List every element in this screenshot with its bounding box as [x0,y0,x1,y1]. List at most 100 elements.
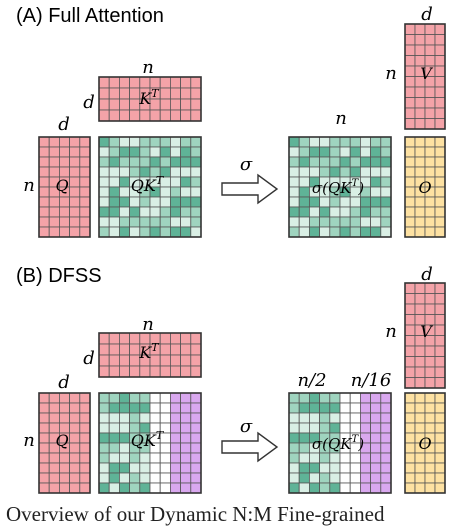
matrix-cell [190,472,202,484]
matrix-cell [108,156,120,168]
matrix-cell [359,422,371,434]
sigma-qk-label: σ(QKT) [312,434,364,453]
matrix-cell [414,412,426,424]
matrix-cell [139,472,151,484]
matrix-cell [380,442,392,454]
matrix-cell [359,206,371,218]
matrix-cell [149,354,161,367]
matrix-cell [288,186,300,198]
matrix-cell [108,412,120,424]
matrix-cell [329,392,341,404]
matrix-cell [434,196,446,208]
matrix-cell [424,462,436,474]
matrix-cell [319,196,331,208]
matrix-cell [349,136,361,148]
matrix-cell [38,206,50,218]
matrix-cell [119,146,131,158]
matrix-cell [434,176,446,188]
matrix-cell [404,166,416,178]
matrix-cell [119,109,131,122]
matrix-cell [288,176,300,188]
matrix-cell [434,392,446,404]
matrix-cell [308,166,320,178]
matrix-cell [414,472,426,484]
matrix-cell [108,87,120,100]
matrix-cell [319,216,331,228]
matrix-cell [434,34,446,46]
matrix-cell [190,109,202,122]
matrix-cell [380,146,392,158]
matrix-cell [414,293,426,305]
matrix-cell [308,146,320,158]
matrix-cell [190,186,202,198]
matrix-cell [434,303,446,315]
matrix-cell [159,452,171,464]
matrix-cell [404,196,416,208]
matrix-cell [129,402,141,414]
dim-d-label: d [421,264,433,285]
matrix-cell [380,186,392,198]
matrix-cell [169,482,181,494]
matrix-cell [69,226,81,238]
matrix-cell [169,442,181,454]
matrix-cell [59,472,71,484]
matrix-cell [370,482,382,494]
matrix-cell [329,226,341,238]
matrix-cell [434,156,446,168]
matrix-cell [108,343,120,356]
matrix-cell [180,422,192,434]
matrix-cell [190,343,202,356]
matrix-cell [380,482,392,494]
matrix-cell [119,166,131,178]
matrix-cell [404,23,416,35]
matrix-cell [370,136,382,148]
matrix-cell [180,332,192,345]
matrix-cell [119,354,131,367]
matrix-cell [108,472,120,484]
matrix-cell [349,422,361,434]
matrix-cell [190,98,202,111]
matrix-cell [319,226,331,238]
matrix-cell [190,412,202,424]
matrix-cell [424,97,436,109]
matrix-cell [169,365,181,378]
matrix-cell [404,462,416,474]
matrix-cell [59,136,71,148]
matrix-cell [329,136,341,148]
matrix-cell [139,462,151,474]
matrix-cell [98,186,110,198]
matrix-cell [288,156,300,168]
matrix-cell [180,402,192,414]
matrix-cell [288,482,300,494]
matrix-cell [190,206,202,218]
matrix-cell [434,432,446,444]
matrix-cell [119,76,131,89]
matrix-cell [298,156,310,168]
matrix-cell [424,118,436,130]
matrix-cell [159,109,171,122]
matrix-cell [119,156,131,168]
matrix-cell [169,422,181,434]
matrix-cell [380,392,392,404]
matrix-cell [349,166,361,178]
matrix-cell [38,442,50,454]
matrix-cell [79,156,91,168]
matrix-cell [370,196,382,208]
matrix-cell [139,136,151,148]
matrix-cell [308,462,320,474]
arrow-icon [221,431,279,463]
matrix-cell [38,472,50,484]
matrix-cell [169,156,181,168]
matrix-cell [48,472,60,484]
matrix-cell [129,109,141,122]
matrix-cell [79,186,91,198]
matrix-cell [308,472,320,484]
matrix-cell [48,452,60,464]
matrix-cell [359,216,371,228]
k-transpose-matrix-b [98,332,202,378]
matrix-cell [79,422,91,434]
matrix-cell [48,156,60,168]
matrix-cell [149,136,161,148]
matrix-cell [434,412,446,424]
matrix-cell [169,226,181,238]
